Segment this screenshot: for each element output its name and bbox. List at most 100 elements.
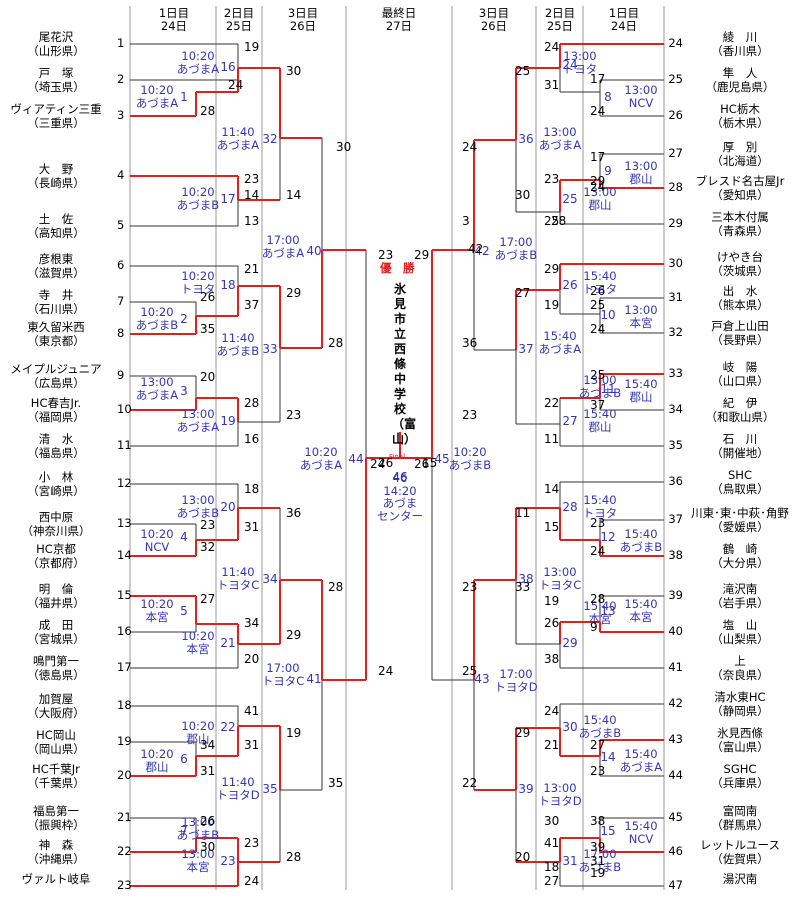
seed-number: 24 xyxy=(668,36,683,50)
team-name: SHC xyxy=(728,468,752,482)
round-name: 1日目 xyxy=(158,6,190,20)
seed-number: 16 xyxy=(117,624,132,638)
match-venue: 郡山 xyxy=(588,419,612,434)
seed-number: 22 xyxy=(117,844,132,858)
match-number: 13 xyxy=(600,604,616,618)
match-number: 44 xyxy=(348,452,364,466)
team-region: （佐賀県） xyxy=(711,852,769,866)
team-entry: 戸倉上山田（長野県） xyxy=(684,319,796,347)
match-number: 32 xyxy=(262,132,278,146)
seed-number: 11 xyxy=(117,438,132,452)
team-name: HC京都 xyxy=(36,542,76,556)
score-value: 30 xyxy=(515,188,531,202)
team-region: （北海道） xyxy=(711,154,769,168)
team-region: （愛知県） xyxy=(711,188,769,202)
score-value: 31 xyxy=(590,854,606,868)
match-time: 17:00 xyxy=(499,235,533,249)
team-entry: ヴァルト岐阜 xyxy=(0,872,112,886)
match-time: 15:40 xyxy=(624,747,658,761)
team-region: （群馬県） xyxy=(711,818,769,832)
match-venue: トヨタ xyxy=(582,505,618,520)
team-region: （東京都） xyxy=(27,334,85,348)
team-region: （徳島県） xyxy=(27,668,85,682)
team-entry: 尾花沢（山形県） xyxy=(0,30,112,58)
match-number: 40 xyxy=(306,244,322,258)
team-region: （福井県） xyxy=(27,596,85,610)
match-number: 8 xyxy=(604,90,612,104)
champion-label: 優 勝 xyxy=(380,261,415,275)
match-time: 13:00 xyxy=(583,373,617,387)
seed-number: 33 xyxy=(668,366,683,380)
score-value: 28 xyxy=(286,850,302,864)
score-value: 37 xyxy=(244,298,260,312)
score-value: 34 xyxy=(244,616,260,630)
team-region: （兵庫県） xyxy=(711,776,769,790)
score-value: 41 xyxy=(544,836,560,850)
score-value: 30 xyxy=(544,814,560,828)
score-value: 20 xyxy=(515,850,531,864)
score-value: 29 xyxy=(414,248,430,262)
team-entry: 滝沢南（岩手県） xyxy=(684,582,796,610)
team-name: 鶴 崎 xyxy=(722,542,758,556)
team-region: （山口県） xyxy=(711,374,769,388)
score-value: 11 xyxy=(515,506,531,520)
match-venue: あづまB xyxy=(494,247,538,262)
score-value: 36 xyxy=(462,336,478,350)
team-entry: 寺 井（石川県） xyxy=(0,288,112,316)
score-value: 31 xyxy=(200,764,216,778)
match-number: 42 xyxy=(474,244,490,258)
team-entry: 成 田（宮城県） xyxy=(0,618,112,646)
match-number: 23 xyxy=(220,854,236,868)
match-time: 17:00 xyxy=(583,847,617,861)
team-name: 滝沢南 xyxy=(722,582,758,596)
team-name: 明 倫 xyxy=(38,582,74,596)
match-time: 11:40 xyxy=(221,775,255,789)
team-region: （長野県） xyxy=(711,333,769,347)
team-entry: メイプルジュニア（広島県） xyxy=(0,362,112,390)
score-value: 29 xyxy=(286,286,302,300)
team-name: 土 佐 xyxy=(38,212,74,226)
score-value: 19 xyxy=(544,298,560,312)
final-right-score: 26 xyxy=(414,457,430,471)
score-value: 20 xyxy=(244,652,260,666)
seed-number: 44 xyxy=(668,768,683,782)
team-name: SGHC xyxy=(723,762,757,776)
team-name: 彦根東 xyxy=(38,252,74,266)
match-number: 39 xyxy=(518,782,534,796)
match-number: 38 xyxy=(518,572,534,586)
match-venue: あづまA xyxy=(299,457,343,472)
team-name: 塩 山 xyxy=(722,618,758,632)
match-venue: 本宮 xyxy=(186,859,210,874)
match-venue: トヨタC xyxy=(261,673,305,688)
round-date: 25日 xyxy=(225,19,253,33)
score-value: 24 xyxy=(462,140,478,154)
seed-number: 28 xyxy=(668,180,683,194)
score-value: 26 xyxy=(200,290,216,304)
team-entry: 鶴 崎（大分県） xyxy=(684,542,796,570)
match-venue: あづまB xyxy=(176,827,220,842)
score-value: 35 xyxy=(200,322,216,336)
seed-number: 38 xyxy=(668,548,683,562)
team-name: 東久留米西 xyxy=(27,320,85,334)
score-value: 22 xyxy=(462,776,478,790)
score-value: 21 xyxy=(544,738,560,752)
team-region: （宮城県） xyxy=(27,632,85,646)
score-value: 41 xyxy=(244,704,260,718)
team-name: 西中原 xyxy=(38,510,74,524)
seed-number: 41 xyxy=(668,660,683,674)
team-name: 清 水 xyxy=(38,432,74,446)
score-value: 33 xyxy=(515,580,531,594)
match-venue: 本宮 xyxy=(186,641,210,656)
score-value: 25 xyxy=(462,664,478,678)
match-time: 15:40 xyxy=(624,819,658,833)
